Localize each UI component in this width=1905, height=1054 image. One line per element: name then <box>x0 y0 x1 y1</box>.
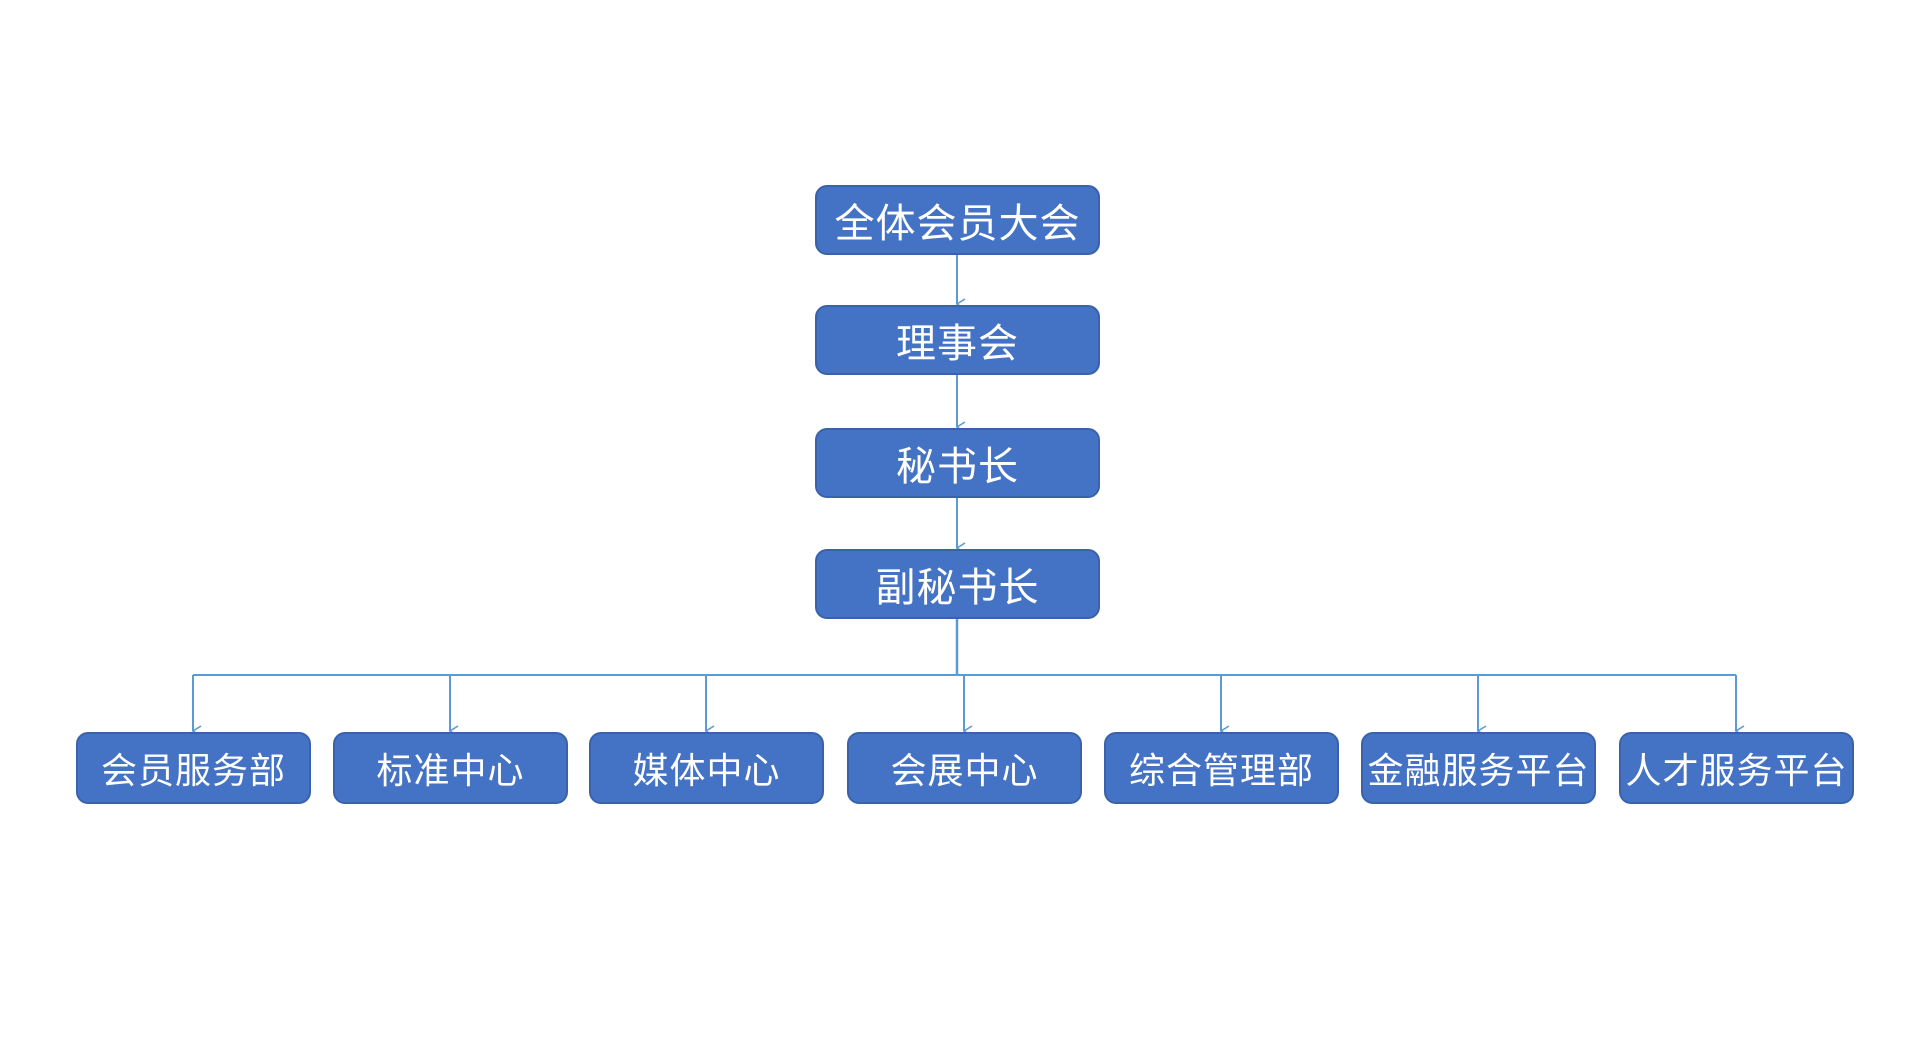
node-talent-services-platform: 人才服务平台 <box>1619 732 1854 804</box>
node-media-center: 媒体中心 <box>589 732 824 804</box>
node-standards-center: 标准中心 <box>333 732 568 804</box>
node-deputy-secretary-general: 副秘书长 <box>815 549 1100 619</box>
node-council: 理事会 <box>815 305 1100 375</box>
node-exhibition-center: 会展中心 <box>847 732 1082 804</box>
node-label: 理事会 <box>896 321 1019 367</box>
node-label: 会员服务部 <box>100 751 286 792</box>
node-label: 标准中心 <box>376 751 525 792</box>
node-label: 副秘书长 <box>875 565 1040 611</box>
node-label: 金融服务平台 <box>1367 751 1590 792</box>
node-label: 会展中心 <box>890 751 1039 792</box>
node-general-management-dept: 综合管理部 <box>1104 732 1339 804</box>
node-finance-services-platform: 金融服务平台 <box>1361 732 1596 804</box>
node-label: 媒体中心 <box>632 751 781 792</box>
node-label: 综合管理部 <box>1128 751 1314 792</box>
node-general-assembly: 全体会员大会 <box>815 185 1100 255</box>
node-label: 人才服务平台 <box>1625 751 1848 792</box>
node-label: 全体会员大会 <box>834 201 1081 247</box>
node-label: 秘书长 <box>896 444 1019 490</box>
node-member-services-dept: 会员服务部 <box>76 732 311 804</box>
node-secretary-general: 秘书长 <box>815 428 1100 498</box>
